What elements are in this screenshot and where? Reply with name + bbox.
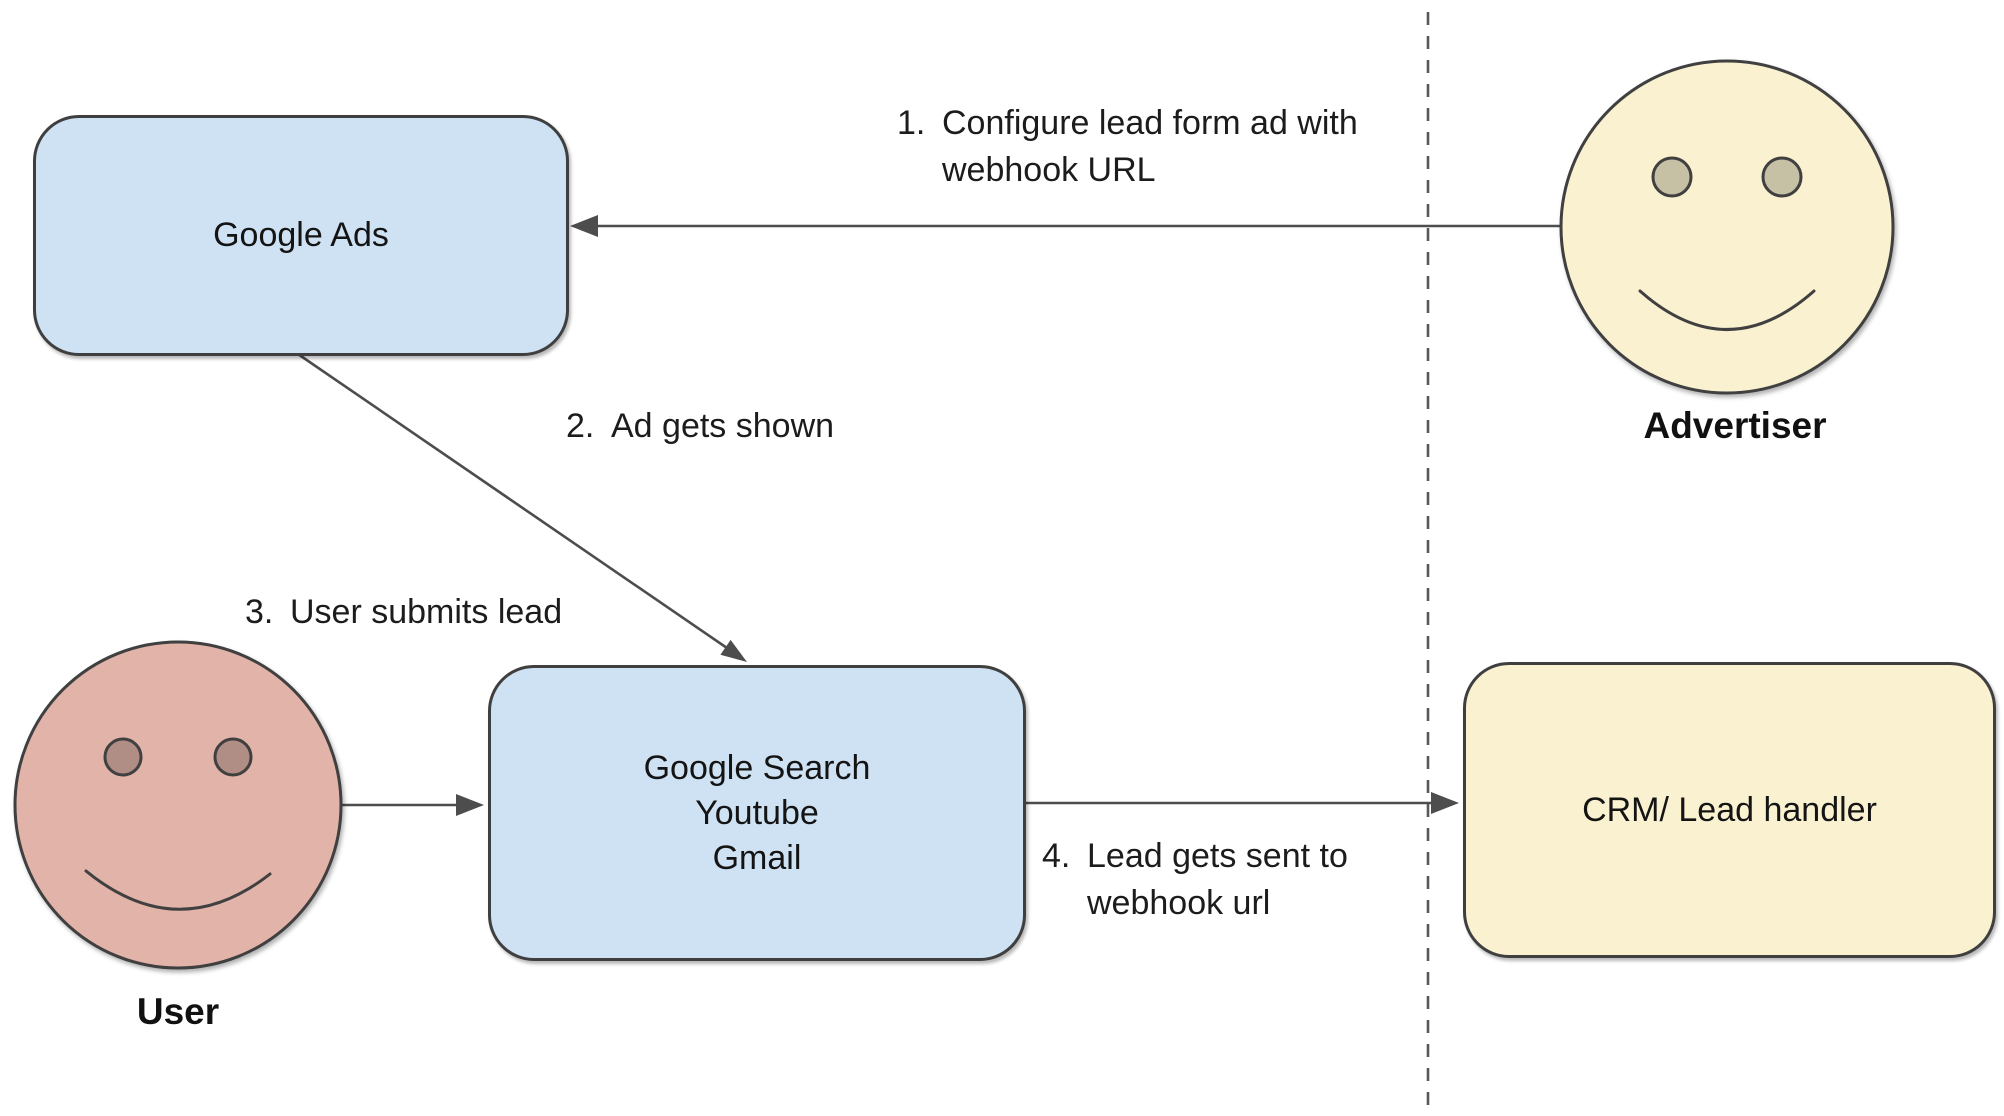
step-2-label: 2. Ad gets shown	[566, 403, 834, 450]
arrow-surfaces-to-crm	[1022, 792, 1459, 814]
step-3-label: 3. User submits lead	[245, 589, 562, 636]
google-surfaces-node: Google Search Youtube Gmail	[488, 665, 1026, 961]
step-3-text: User submits lead	[290, 593, 563, 631]
step-1-text: Configure lead form ad with webhook URL	[942, 104, 1358, 189]
crm-lead-handler-node-label: CRM/ Lead handler	[1582, 790, 1877, 829]
google-surfaces-node-label: Google Search Youtube Gmail	[643, 748, 871, 877]
step-3-number: 3.	[245, 593, 274, 631]
user-face-icon	[13, 640, 343, 970]
user-label: User	[136, 991, 220, 1032]
crm-lead-handler-node: CRM/ Lead handler	[1463, 662, 1996, 958]
step-1-label: 1. Configure lead form ad with webhook U…	[897, 100, 1358, 194]
step-4-text: Lead gets sent to webhook url	[1087, 837, 1348, 922]
step-2-text: Ad gets shown	[611, 407, 835, 445]
step-4-label: 4. Lead gets sent to webhook url	[1042, 833, 1348, 927]
step-4-number: 4.	[1042, 837, 1071, 875]
advertiser-label: Advertiser	[1643, 405, 1827, 446]
arrow-advertiser-to-google-ads	[570, 215, 1561, 237]
arrow-google-ads-to-surfaces	[294, 350, 747, 662]
step-2-number: 2.	[566, 407, 595, 445]
google-ads-node: Google Ads	[33, 115, 569, 356]
google-ads-node-label: Google Ads	[213, 216, 389, 254]
advertiser-face-icon	[1559, 59, 1895, 395]
arrow-user-to-surfaces	[341, 794, 484, 816]
step-1-number: 1.	[897, 104, 926, 142]
